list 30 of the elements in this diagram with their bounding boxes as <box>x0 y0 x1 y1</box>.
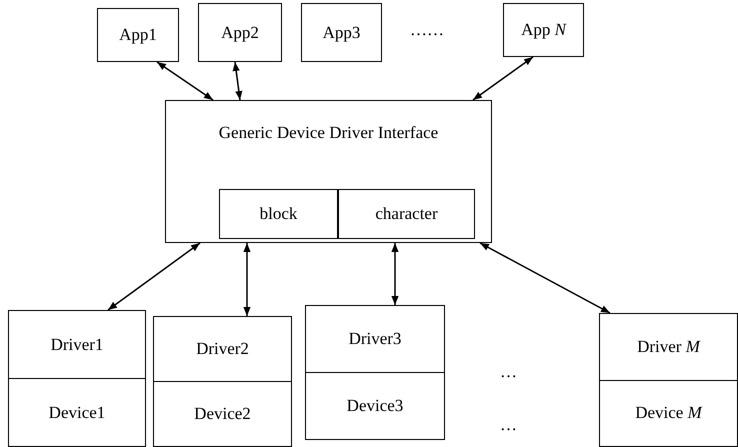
app-box: App1 <box>97 8 179 62</box>
interface-box <box>165 100 492 243</box>
double-arrow <box>391 243 399 305</box>
driver-device-stack <box>599 313 738 447</box>
ellipsis-label: …… <box>410 20 444 40</box>
double-arrow <box>232 62 242 100</box>
sub-box: block <box>219 189 338 239</box>
stack-cell: Device2 <box>154 381 291 446</box>
box-title: Generic Device Driver Interface <box>218 123 440 143</box>
stack-cell-text: Driver M <box>636 336 702 358</box>
double-arrow <box>243 243 251 316</box>
stack-cell: Device3 <box>306 372 444 439</box>
app-box: App2 <box>198 3 282 62</box>
stack-cell-text: Driver3 <box>348 328 402 350</box>
stack-cell: Device1 <box>9 378 145 446</box>
driver-device-stack <box>305 305 445 440</box>
double-arrow <box>156 61 214 101</box>
app-box: App N <box>503 3 584 57</box>
double-arrow <box>480 242 610 314</box>
double-arrow <box>472 56 534 101</box>
stack-cell-text: Driver2 <box>195 338 250 360</box>
app-box: App3 <box>301 3 382 62</box>
ellipsis-label: … <box>500 362 517 382</box>
double-arrow <box>108 242 200 311</box>
stack-cell: Device M <box>600 380 737 446</box>
driver-device-stack <box>8 310 146 447</box>
sub-box: character <box>338 189 475 239</box>
ellipsis-label: … <box>500 415 517 435</box>
stack-cell-text: Driver1 <box>50 334 104 356</box>
driver-device-stack <box>153 316 292 447</box>
